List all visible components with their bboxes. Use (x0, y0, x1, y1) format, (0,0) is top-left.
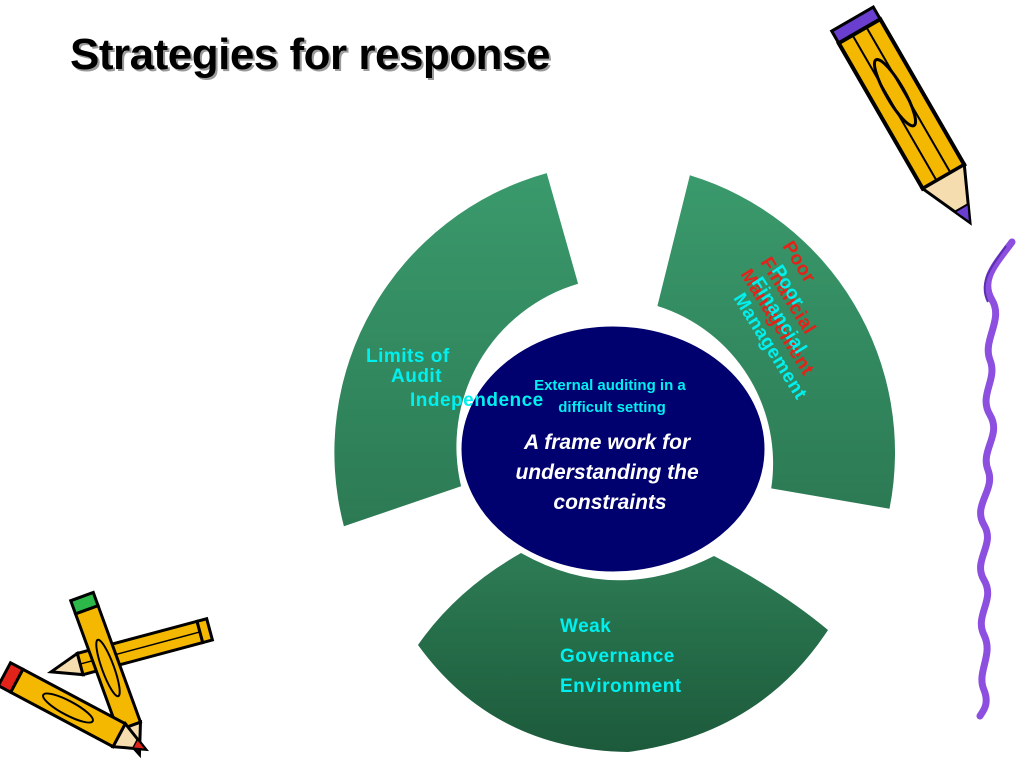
segment-right (657, 175, 896, 509)
center-main-line: constraints (553, 491, 666, 514)
center-subtitle: External auditing in a difficult setting (534, 377, 690, 416)
center-main-line: understanding the (515, 461, 698, 484)
slide-title: Strategies for response (70, 30, 551, 79)
segment-bottom-text: Weak Governance Environment (560, 616, 682, 697)
pencil-icon (829, 5, 972, 226)
center-main-text: A frame work for understanding the const… (515, 431, 704, 514)
center-subtitle-line: difficult setting (558, 399, 666, 416)
segment-left-text: Limits of (366, 346, 450, 367)
segment-bottom-line: Environment (560, 676, 682, 697)
segment-bottom-line: Governance (560, 646, 675, 667)
segment-left-text: Audit (391, 366, 442, 387)
segment-left-line: Audit (391, 366, 442, 387)
segment-bottom-line: Weak (560, 616, 611, 637)
segment-bottom (418, 553, 828, 752)
center-main-line: A frame work for (523, 431, 692, 454)
center-subtitle-line: External auditing in a (534, 377, 686, 394)
segment-left-line: Independence (410, 390, 544, 411)
crossed-pencils-icon (0, 590, 215, 759)
center-circle (458, 323, 768, 575)
segment-left (334, 173, 579, 527)
segment-left-text: Independence (410, 390, 544, 411)
wavy-line (976, 238, 1016, 720)
segment-left-line: Limits of (366, 346, 450, 367)
